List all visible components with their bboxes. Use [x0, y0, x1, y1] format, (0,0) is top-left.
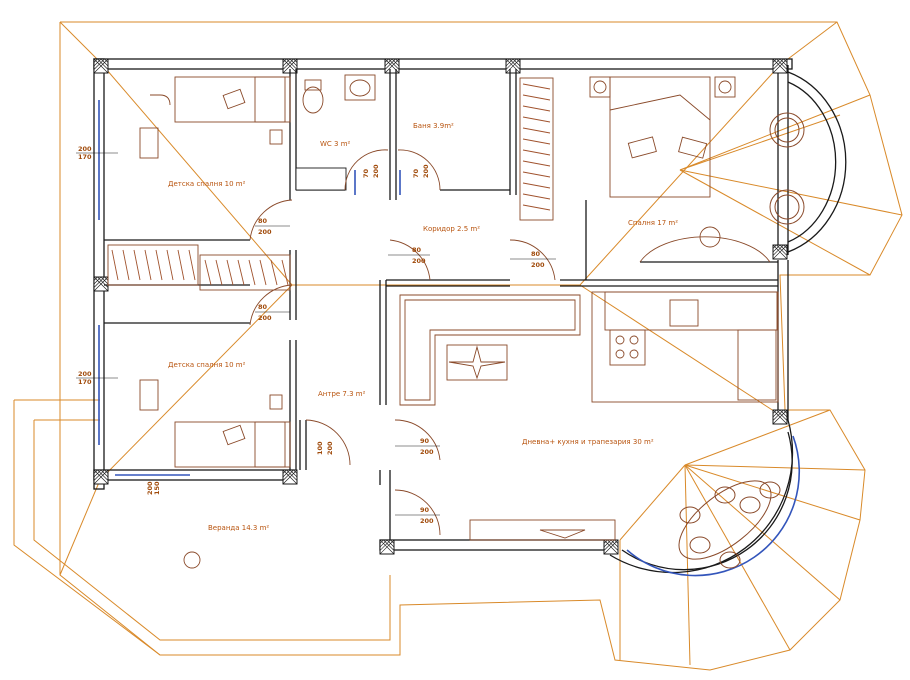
dim-door-kids1-b: 200 — [258, 228, 272, 236]
dim-door-bedroom-b: 200 — [531, 261, 545, 269]
dim-door-wc-a: 70 — [362, 168, 370, 178]
dim-door-kids2-b: 200 — [258, 314, 272, 322]
kids-bedroom-2-furniture — [139, 379, 291, 468]
dining-bay — [609, 419, 801, 577]
dim-door-wc-b: 200 — [372, 164, 380, 178]
dim-door-corridor-a: 80 — [412, 246, 422, 254]
windows — [98, 100, 401, 476]
living-kitchen-furniture — [399, 291, 779, 541]
room-label-bath: Баня 3.9m² — [413, 122, 454, 130]
dim-door-living-a: 90 — [420, 437, 430, 445]
dim-win-left2-a: 200 — [78, 370, 92, 378]
roof-outline — [13, 21, 903, 671]
room-label-corridor: Коридор 2.5 m² — [423, 225, 480, 233]
dim-door-bath-b: 200 — [422, 164, 430, 178]
kids-bedroom-1-furniture — [139, 76, 291, 159]
dim-door-veranda-a: 90 — [420, 506, 430, 514]
room-label-kids2: Детска спалня 10 m² — [168, 361, 246, 369]
dimension-labels: 200 170 200 170 200 150 80 200 80 200 70… — [76, 145, 556, 525]
veranda-features — [183, 551, 201, 569]
exterior-walls — [93, 58, 793, 551]
wc-fixtures — [295, 74, 376, 191]
room-label-living: Дневна+ кухня и трапезария 30 m² — [522, 438, 654, 446]
bedroom-furniture — [589, 76, 771, 263]
dim-door-bath-a: 70 — [412, 168, 420, 178]
dim-win-bottom-b: 150 — [153, 481, 161, 495]
room-label-bedroom: Спалня 17 m² — [628, 219, 678, 227]
dim-door-kids2-a: 80 — [258, 303, 268, 311]
structural-columns — [93, 58, 788, 555]
dim-door-corridor-b: 200 — [412, 257, 426, 265]
doors — [249, 149, 556, 536]
dim-win-bottom-a: 200 — [146, 481, 154, 495]
room-label-hall: Антре 7.3 m² — [318, 390, 366, 398]
dim-door-kids1-a: 80 — [258, 217, 268, 225]
room-label-wc: WC 3 m² — [320, 140, 351, 148]
room-labels: Детска спалня 10 m² Детска спалня 10 m² … — [168, 122, 678, 532]
room-label-veranda: Веранда 14.3 m² — [208, 524, 269, 532]
dim-door-bedroom-a: 80 — [531, 250, 541, 258]
wardrobes — [107, 77, 554, 291]
room-label-kids1: Детска спалня 10 m² — [168, 180, 246, 188]
dim-door-living-b: 200 — [420, 448, 434, 456]
dim-door-entry-a: 100 — [316, 441, 324, 455]
bedroom-bay — [769, 71, 847, 253]
dim-win-left1-b: 170 — [78, 153, 92, 161]
dim-win-left2-b: 170 — [78, 378, 92, 386]
dim-door-veranda-b: 200 — [420, 517, 434, 525]
dim-win-left1-a: 200 — [78, 145, 92, 153]
dim-door-entry-b: 200 — [326, 441, 334, 455]
